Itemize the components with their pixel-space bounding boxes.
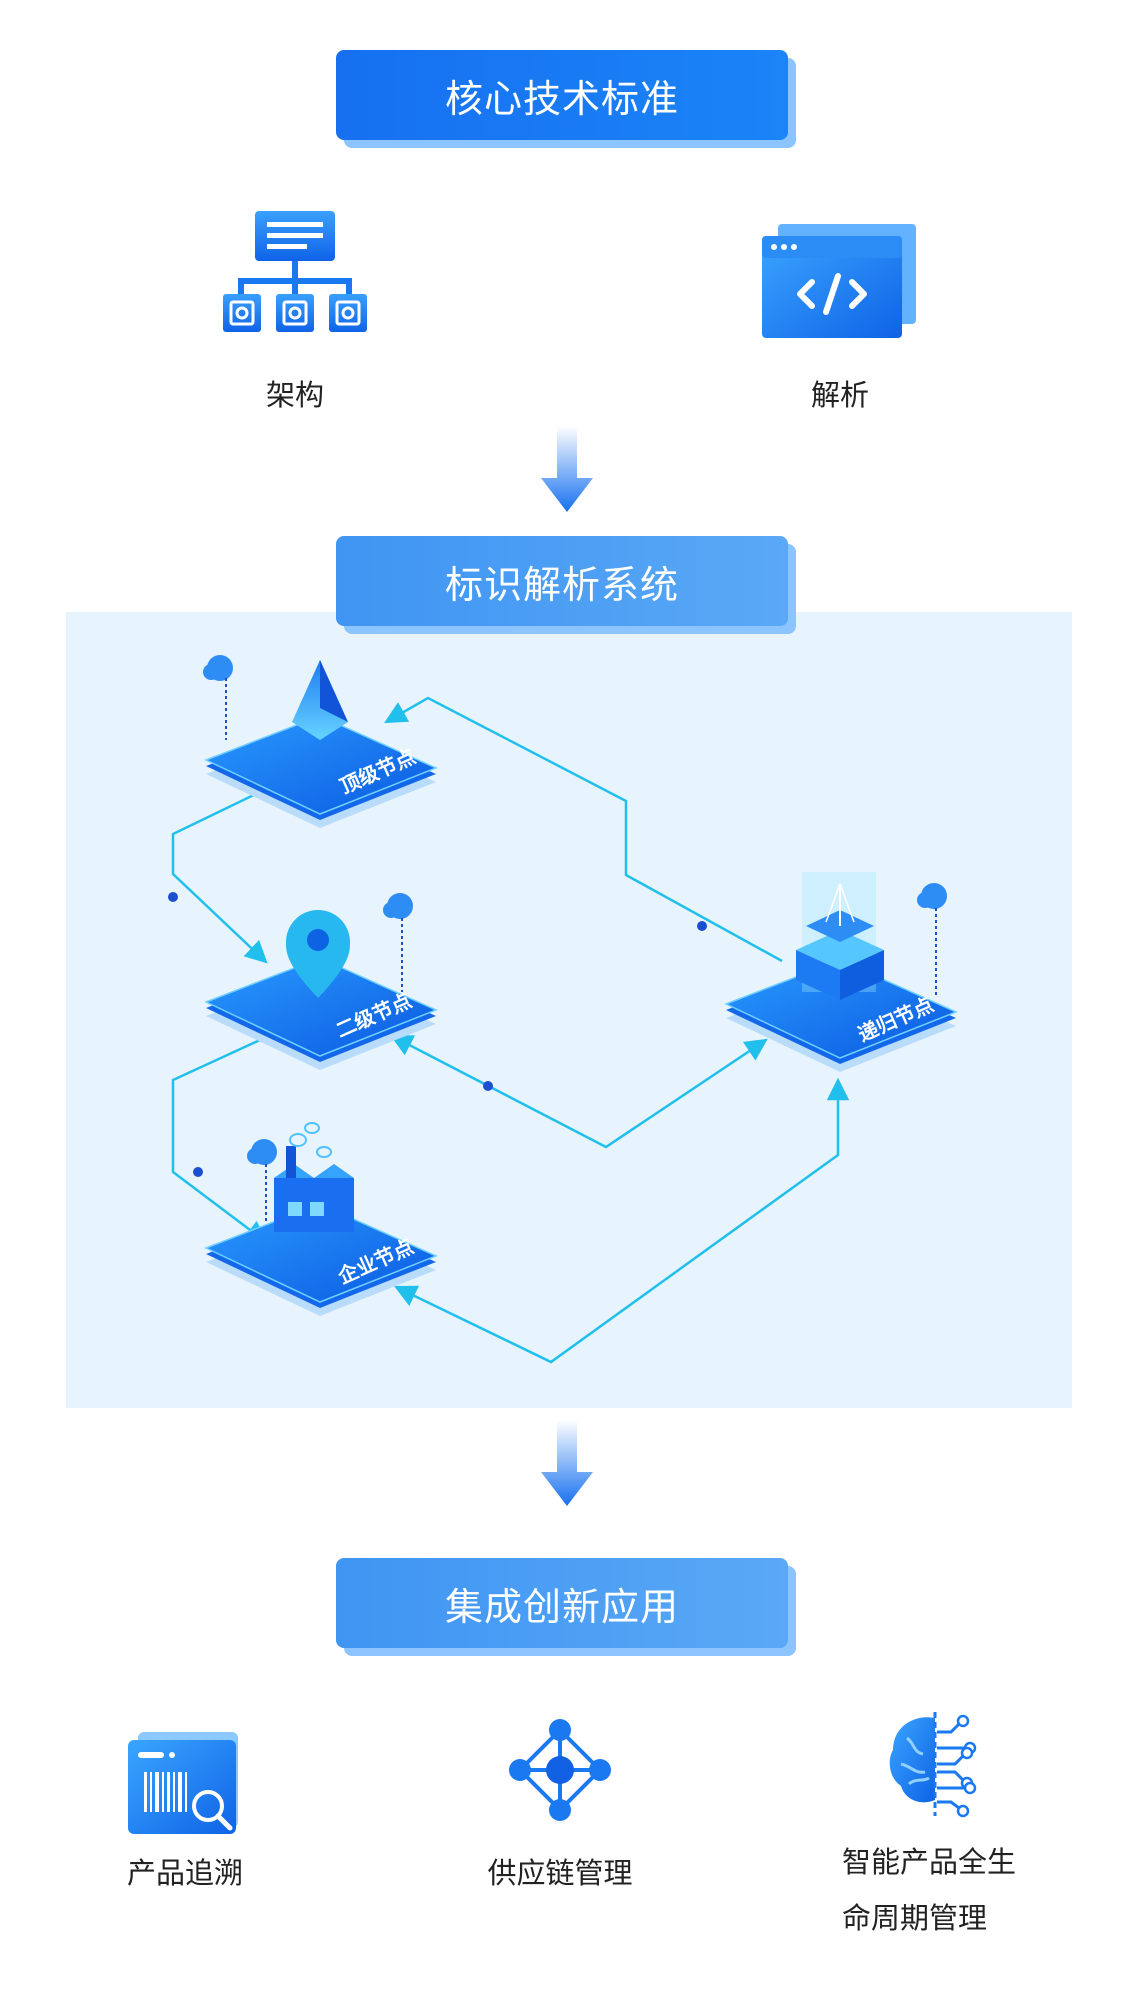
connector-enterprise-recursive (396, 1080, 838, 1362)
app-label-lifecycle-line1: 智能产品全生 (842, 1834, 1032, 1890)
app-label-lifecycle-line2: 命周期管理 (842, 1890, 1032, 1946)
secondary-node: 二级节点 (206, 893, 436, 1070)
architecture-label: 架构 (220, 372, 370, 414)
brain-circuit-icon (885, 1708, 985, 1820)
cloud-icon (203, 655, 233, 740)
enterprise-node: 企业节点 (206, 1123, 436, 1316)
connector-secondary-recursive (392, 1036, 766, 1147)
core-standard-title: 核心技术标准 (336, 50, 788, 140)
connector-secondary-to-enterprise (173, 1040, 266, 1242)
down-arrow-icon (535, 1420, 599, 1510)
barcode-search-icon (126, 1732, 244, 1836)
cloud-icon (247, 1139, 277, 1222)
recursive-node: 递归节点 (726, 872, 956, 1072)
core-standard-banner: 核心技术标准 (336, 50, 788, 140)
app-label-supply-chain: 供应链管理 (470, 1850, 650, 1892)
resolution-label: 解析 (765, 372, 915, 414)
app-label-traceability: 产品追溯 (100, 1850, 270, 1892)
cloud-icon (917, 883, 947, 996)
factory-icon (274, 1123, 354, 1232)
down-arrow-icon (535, 426, 599, 516)
connector-recursive-to-top (386, 698, 782, 961)
app-label-lifecycle: 智能产品全生 命周期管理 (842, 1834, 1032, 1946)
integrated-apps-banner: 集成创新应用 (336, 1558, 788, 1648)
network-hub-icon (508, 1718, 612, 1822)
node-network-diagram: 顶级节点 二级节点 (66, 612, 1072, 1408)
connector-top-to-secondary (173, 792, 266, 962)
cloud-icon (383, 893, 413, 992)
integrated-apps-title: 集成创新应用 (336, 1558, 788, 1648)
architecture-icon (220, 206, 370, 356)
code-window-icon (760, 222, 920, 342)
